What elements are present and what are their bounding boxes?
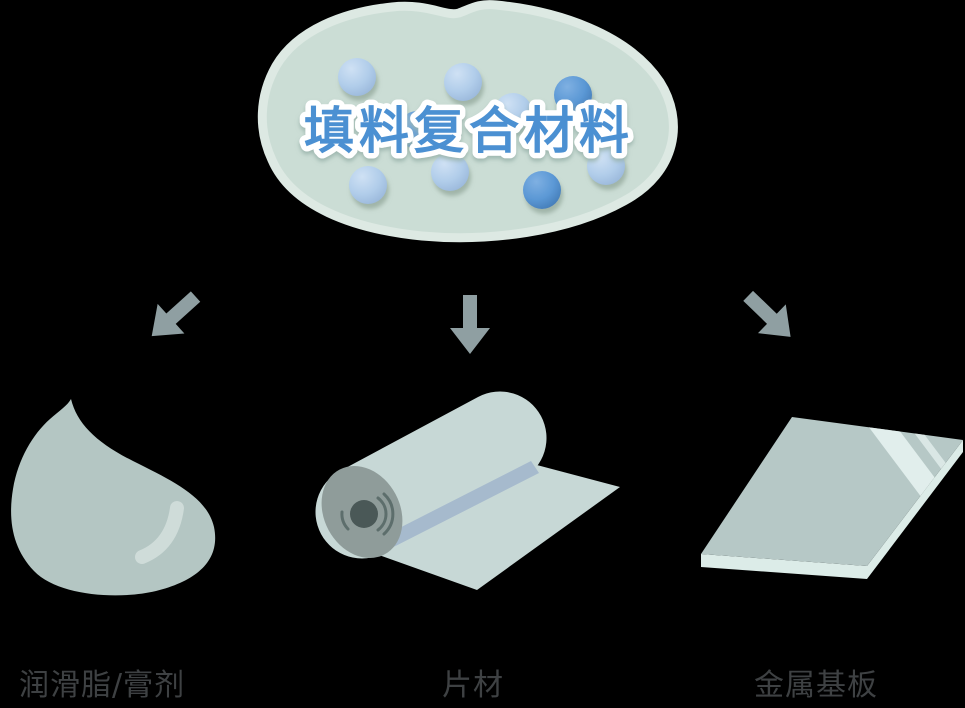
filler-particle-dark — [554, 76, 592, 114]
arrows — [151, 290, 791, 354]
product-label-sheet: 片材 — [442, 668, 504, 703]
filler-particle-light — [349, 166, 387, 204]
plate-edge-front — [701, 554, 867, 579]
roll-core — [350, 500, 378, 528]
plate-edge-right — [867, 440, 963, 579]
plate-icon — [701, 417, 963, 579]
droplet-shape — [11, 399, 216, 596]
filler-particle-dark — [523, 171, 561, 209]
arrow-down-left-icon — [151, 291, 201, 337]
roll-stripe — [366, 461, 539, 557]
composite-title: 填料复合材料 — [304, 102, 634, 160]
filler-particle-light — [431, 153, 469, 191]
filler-particle-light — [587, 147, 625, 185]
product-label-grease: 润滑脂/膏剂 — [19, 668, 186, 703]
filler-particle-dark — [398, 111, 436, 149]
filler-particle-light — [338, 58, 376, 96]
roll-sheet — [362, 464, 620, 590]
arrow-down-icon — [450, 295, 490, 354]
roll-spiral-arcs — [340, 492, 395, 536]
droplet-icon — [11, 399, 216, 596]
arrow-down-right-icon — [743, 290, 791, 337]
filler-particle-light — [444, 63, 482, 101]
roll-icon — [315, 391, 620, 590]
product-label-substrate: 金属基板 — [754, 668, 878, 703]
filler-particles — [338, 58, 625, 209]
droplet-highlight — [135, 501, 184, 564]
composite-blob: 填料复合材料 — [257, 0, 678, 243]
filler-particle-light — [494, 93, 532, 131]
